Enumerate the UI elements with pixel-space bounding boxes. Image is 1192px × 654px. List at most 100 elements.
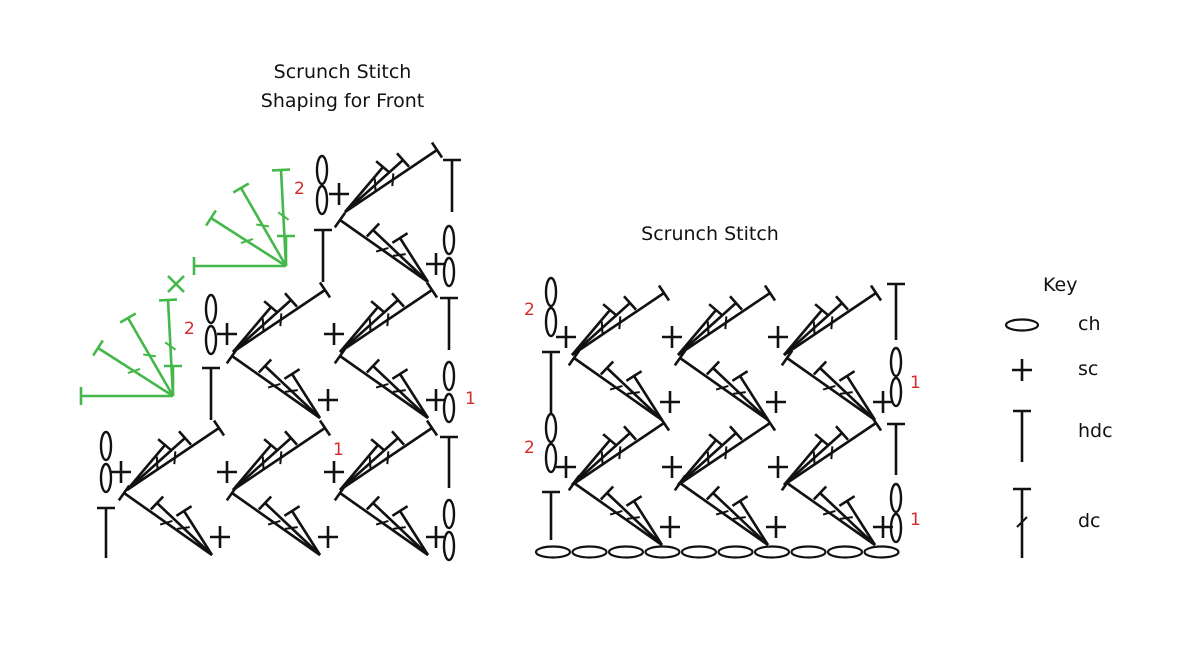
chain-stitch bbox=[753, 545, 791, 559]
dc-stitch bbox=[571, 425, 637, 486]
chain-stitch bbox=[680, 545, 718, 559]
hdc-stitch bbox=[344, 160, 391, 213]
hdc-stitch bbox=[838, 370, 877, 421]
hdc-stitch bbox=[783, 433, 830, 486]
dc-stitch bbox=[365, 495, 429, 556]
hdc-stitch bbox=[677, 433, 724, 486]
chain-stitch bbox=[889, 482, 903, 514]
hdc-stitch bbox=[339, 300, 386, 353]
hdc-stitch bbox=[79, 387, 173, 405]
chain-stitch bbox=[442, 224, 456, 256]
scrunch-cluster bbox=[673, 474, 786, 547]
scrunch-cluster bbox=[117, 484, 230, 557]
hdc-stitch bbox=[838, 495, 877, 546]
scrunch-cluster bbox=[662, 414, 777, 487]
hdc-stitch bbox=[625, 370, 664, 421]
dc-stitch bbox=[599, 485, 663, 546]
hdc-stitch bbox=[677, 303, 724, 356]
scrunch-cluster bbox=[567, 349, 680, 422]
hdc-stitch bbox=[202, 366, 220, 420]
dc-stitch bbox=[365, 358, 429, 419]
chain-stitch bbox=[889, 376, 903, 408]
sc-stitch bbox=[167, 275, 185, 293]
row-number-label: 1 bbox=[910, 510, 921, 530]
key-symbols bbox=[1004, 318, 1040, 558]
scrunch-cluster bbox=[673, 349, 786, 422]
chain-stitch bbox=[204, 293, 218, 325]
scrunch-cluster bbox=[324, 419, 439, 492]
chain-stitch bbox=[644, 545, 681, 559]
chain-stitch bbox=[315, 154, 329, 186]
dc-stitch bbox=[205, 209, 287, 268]
hdc-stitch bbox=[443, 158, 461, 212]
left-chart-title: Scrunch Stitch Shaping for Front bbox=[220, 58, 465, 116]
dc-stitch bbox=[92, 339, 174, 398]
sc-stitch bbox=[217, 323, 237, 345]
chain-stitch bbox=[889, 346, 903, 378]
dc-stitch bbox=[677, 284, 777, 357]
row-number-label: 1 bbox=[465, 389, 476, 409]
dc-stitch bbox=[677, 414, 777, 487]
chain-stitch bbox=[863, 545, 900, 559]
scrunch-cluster bbox=[768, 414, 883, 487]
row-number-label: 2 bbox=[524, 438, 535, 458]
scrunch-cluster bbox=[225, 484, 338, 557]
scrunch-cluster bbox=[324, 281, 439, 354]
sc-stitch bbox=[660, 391, 680, 413]
scrunch-cluster bbox=[329, 141, 444, 214]
row-number-label: 2 bbox=[184, 319, 195, 339]
key-symbol-ch bbox=[1004, 318, 1040, 332]
chain-stitch bbox=[826, 545, 864, 559]
chain-stitch bbox=[571, 545, 608, 559]
row-number-label: 1 bbox=[910, 373, 921, 393]
sc-stitch bbox=[660, 516, 680, 538]
dc-stitch bbox=[232, 182, 288, 267]
dc-stitch bbox=[677, 425, 743, 486]
dc-stitch bbox=[783, 425, 849, 486]
sc-stitch bbox=[426, 253, 446, 275]
hdc-stitch bbox=[391, 505, 430, 556]
chain-stitch bbox=[204, 324, 218, 356]
dc-stitch bbox=[257, 358, 321, 419]
dc-stitch bbox=[339, 419, 439, 492]
hdc-stitch bbox=[440, 296, 458, 350]
sc-stitch bbox=[426, 526, 446, 548]
row-number-label: 2 bbox=[524, 300, 535, 320]
hdc-stitch bbox=[277, 234, 295, 266]
dc-stitch bbox=[673, 474, 769, 547]
left-chart-title-line1: Scrunch Stitch bbox=[273, 61, 412, 83]
dc-stitch bbox=[344, 141, 444, 214]
hdc-stitch bbox=[571, 433, 618, 486]
dc-stitch bbox=[339, 430, 405, 491]
dc-stitch bbox=[119, 312, 175, 397]
sc-stitch bbox=[556, 326, 576, 348]
sc-stitch bbox=[217, 461, 237, 483]
dc-stitch bbox=[571, 295, 637, 356]
row-number-label: 1 bbox=[333, 440, 344, 460]
chain-stitch bbox=[442, 530, 456, 562]
scrunch-cluster bbox=[556, 414, 671, 487]
dc-stitch bbox=[677, 295, 743, 356]
key-symbol-dc bbox=[1013, 487, 1031, 558]
hdc-stitch bbox=[391, 232, 430, 283]
key-title: Key bbox=[1043, 274, 1078, 296]
hdc-stitch bbox=[887, 282, 905, 340]
chain-stitch bbox=[889, 512, 903, 544]
dc-stitch bbox=[783, 414, 883, 487]
sc-stitch bbox=[329, 183, 349, 205]
dc-stitch bbox=[257, 495, 321, 556]
hdc-stitch bbox=[283, 505, 322, 556]
dc-stitch bbox=[571, 414, 671, 487]
chain-stitch bbox=[99, 430, 113, 462]
dc-stitch bbox=[225, 484, 321, 557]
chain-stitch bbox=[99, 462, 113, 494]
chain-stitch bbox=[544, 442, 558, 474]
key-label-sc: sc bbox=[1078, 358, 1099, 380]
scrunch-cluster bbox=[662, 284, 777, 357]
hdc-stitch bbox=[783, 303, 830, 356]
sc-stitch bbox=[766, 516, 786, 538]
dc-stitch bbox=[599, 360, 663, 421]
dc-stitch bbox=[149, 495, 213, 556]
